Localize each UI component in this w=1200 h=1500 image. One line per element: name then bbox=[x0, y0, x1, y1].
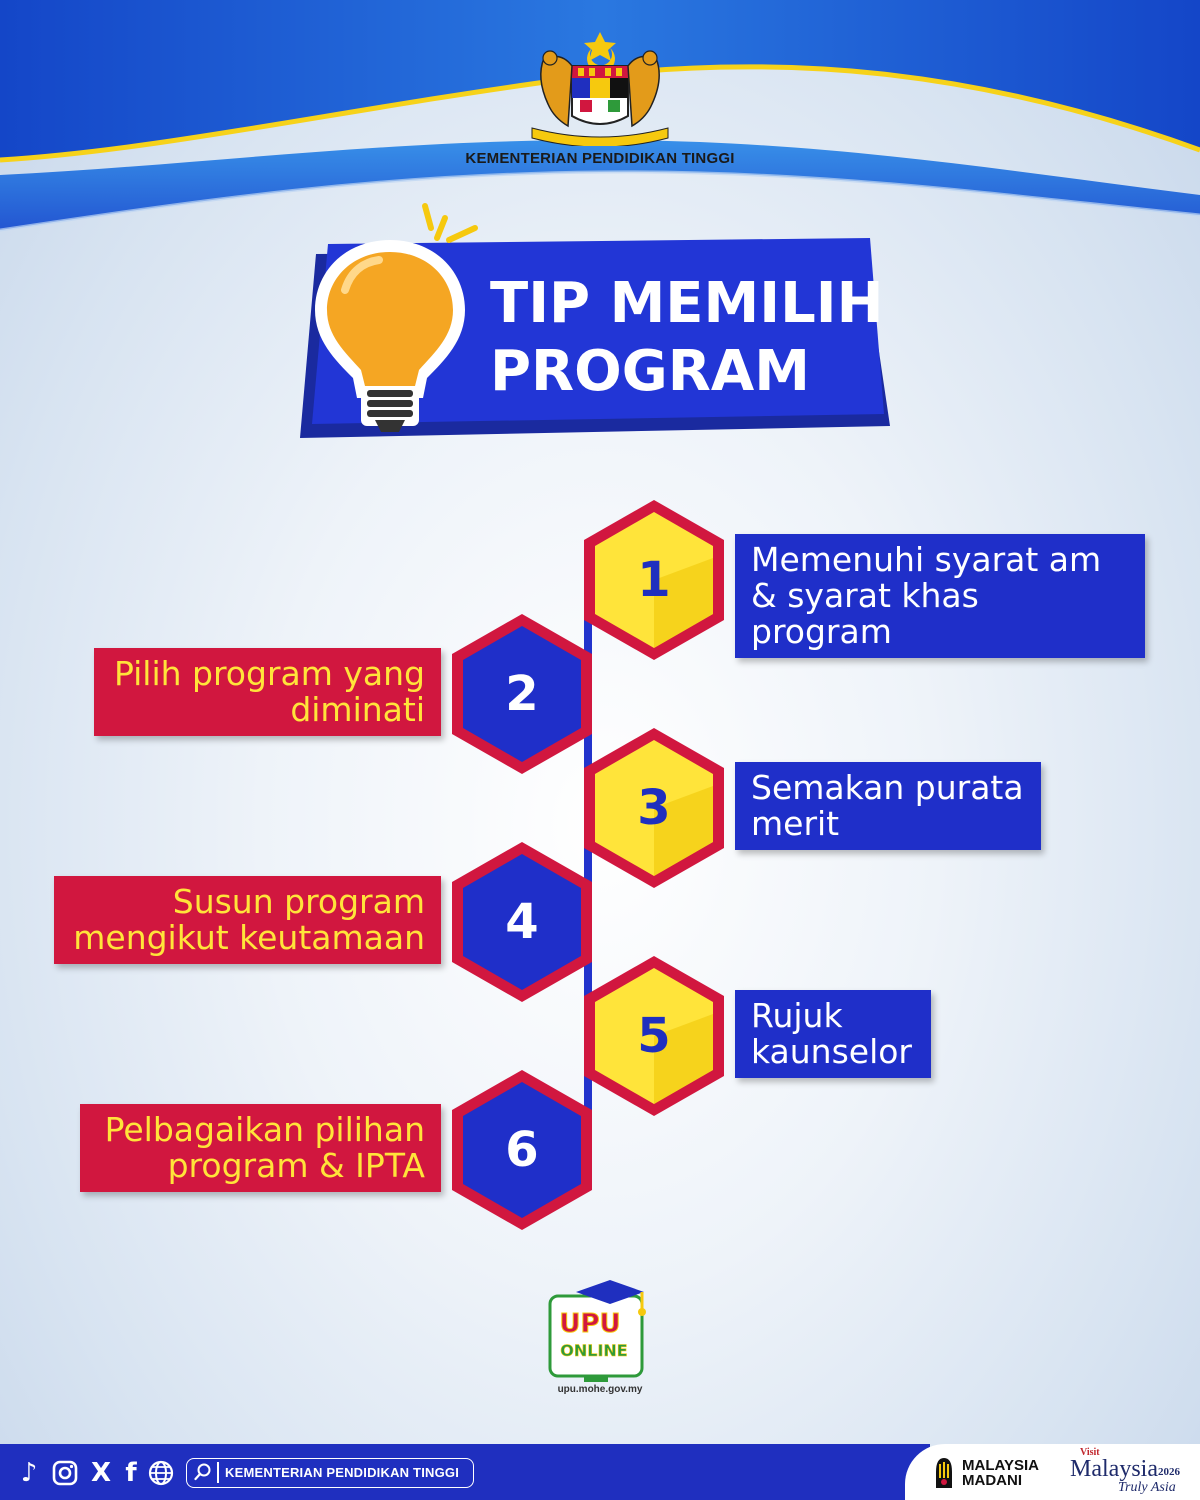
step-4-label: Susun program mengikut keutamaan bbox=[54, 876, 441, 964]
footer-bar bbox=[0, 1444, 930, 1500]
step-6-number: 6 bbox=[505, 1122, 539, 1178]
step-5-hexagon: 5 bbox=[582, 954, 726, 1118]
step-3-hexagon: 3 bbox=[582, 726, 726, 890]
step-6-line-2: program & IPTA bbox=[167, 1146, 425, 1185]
globe-icon[interactable] bbox=[146, 1458, 176, 1488]
madani-line-2: MADANI bbox=[962, 1472, 1022, 1489]
step-2-hexagon: 2 bbox=[450, 612, 594, 776]
lightbulb-icon bbox=[315, 203, 478, 432]
search-divider bbox=[217, 1462, 219, 1483]
instagram-icon[interactable] bbox=[50, 1458, 80, 1488]
malaysia-madani-logo bbox=[936, 1458, 952, 1488]
step-5-number: 5 bbox=[637, 1008, 671, 1064]
page-title: TIP MEMILIH PROGRAM bbox=[490, 270, 890, 406]
search-bar[interactable]: KEMENTERIAN PENDIDIKAN TINGGI bbox=[186, 1458, 474, 1488]
step-4-hexagon: 4 bbox=[450, 840, 594, 1004]
step-4-line-1: Susun program bbox=[172, 882, 425, 921]
upu-online-logo: UPU ONLINE bbox=[548, 1280, 646, 1382]
step-1-hexagon: 1 bbox=[582, 498, 726, 662]
header-wave bbox=[0, 0, 1200, 232]
step-1-line-2: & syarat khas program bbox=[751, 576, 979, 651]
step-1-number: 1 bbox=[637, 552, 671, 608]
step-6-line-1: Pelbagaikan pilihan bbox=[104, 1110, 425, 1149]
step-3-label: Semakan purata merit bbox=[735, 762, 1041, 850]
visit-word: Visit bbox=[1080, 1447, 1100, 1458]
visit-year: 2026 bbox=[1158, 1466, 1180, 1478]
tiktok-icon[interactable]: ♪ bbox=[20, 1458, 38, 1488]
step-1-line-1: Memenuhi syarat am bbox=[751, 540, 1102, 579]
step-6-label: Pelbagaikan pilihan program & IPTA bbox=[80, 1104, 441, 1192]
x-icon[interactable]: X bbox=[90, 1458, 112, 1488]
footer: ♪ X f KEMENTERIAN PENDIDIKAN TINGGI MALA… bbox=[0, 1444, 1200, 1500]
timeline-spine bbox=[584, 620, 592, 1110]
svg-text:ONLINE: ONLINE bbox=[560, 1341, 627, 1360]
step-3-line-2: merit bbox=[751, 804, 840, 843]
step-4-number: 4 bbox=[505, 894, 539, 950]
visit-tagline: Truly Asia bbox=[1118, 1480, 1176, 1495]
step-6-hexagon: 6 bbox=[450, 1068, 594, 1232]
visit-malaysia-text: Malaysia bbox=[1070, 1456, 1158, 1482]
step-2-line-1: Pilih program yang bbox=[113, 654, 425, 693]
step-3-line-1: Semakan purata bbox=[751, 768, 1024, 807]
ministry-name: KEMENTERIAN PENDIDIKAN TINGGI bbox=[465, 150, 735, 167]
title-line-2: PROGRAM bbox=[490, 339, 810, 404]
search-text: KEMENTERIAN PENDIDIKAN TINGGI bbox=[225, 1465, 460, 1480]
step-2-number: 2 bbox=[505, 666, 539, 722]
step-5-line-1: Rujuk bbox=[751, 996, 843, 1035]
step-3-number: 3 bbox=[637, 780, 671, 836]
upu-url[interactable]: upu.mohe.gov.my bbox=[557, 1384, 643, 1395]
title-line-1: TIP MEMILIH bbox=[490, 271, 884, 336]
footer-logo-area bbox=[905, 1444, 1200, 1500]
coat-of-arms-logo bbox=[531, 32, 669, 146]
svg-text:UPU: UPU bbox=[559, 1309, 620, 1339]
step-2-line-2: diminati bbox=[290, 690, 425, 729]
madani-text: MALAYSIA MADANI bbox=[962, 1458, 1039, 1488]
facebook-icon[interactable]: f bbox=[125, 1458, 137, 1488]
search-icon bbox=[194, 1463, 211, 1481]
step-5-line-2: kaunselor bbox=[751, 1032, 913, 1071]
step-2-label: Pilih program yang diminati bbox=[94, 648, 441, 736]
step-5-label: Rujuk kaunselor bbox=[735, 990, 931, 1078]
step-4-line-2: mengikut keutamaan bbox=[73, 918, 425, 957]
madani-line-1: MALAYSIA bbox=[962, 1457, 1039, 1474]
step-1-label: Memenuhi syarat am & syarat khas program bbox=[735, 534, 1145, 658]
